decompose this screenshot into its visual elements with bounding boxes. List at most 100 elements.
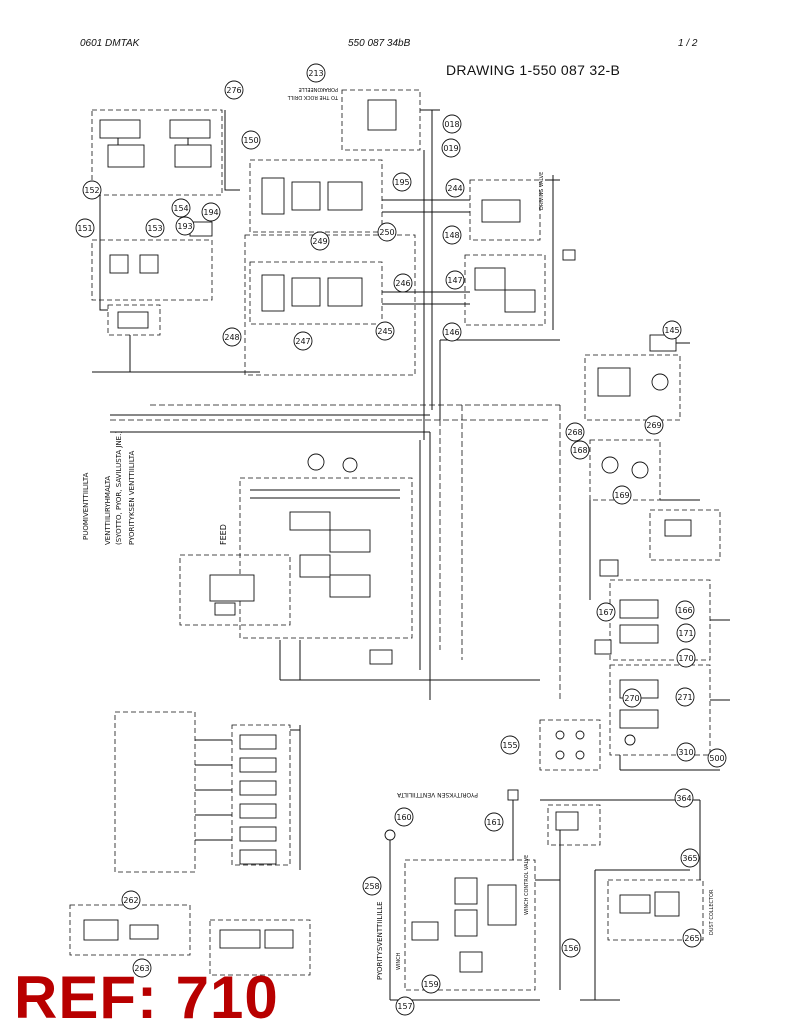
callout-150: 150 <box>241 130 261 150</box>
callout-label: 169 <box>614 491 629 500</box>
label-venttiili: VENTTIILIRYHMALTA <box>104 476 112 545</box>
callout-label: 195 <box>394 178 409 187</box>
callout-label: 193 <box>177 222 192 231</box>
callout-157: 157 <box>395 996 415 1016</box>
callout-layer: 276 213 018 019 150 151 152 153 154 193 194 195 248 2… <box>75 63 727 1016</box>
callout-label: 148 <box>444 231 459 240</box>
callout-168: 168 <box>570 440 590 460</box>
callout-258: 258 <box>362 876 382 896</box>
lower-left-cylinder-block <box>114 711 301 873</box>
callout-label: 268 <box>567 428 582 437</box>
callout-195: 195 <box>392 172 412 192</box>
callout-label: 246 <box>395 279 410 288</box>
top-left-valve-cluster <box>91 109 260 373</box>
callout-label: 271 <box>677 693 692 702</box>
callout-156: 156 <box>561 938 581 958</box>
callout-label: 152 <box>84 186 99 195</box>
callout-label: 245 <box>377 327 392 336</box>
header-left-code: 0601 DMTAK <box>80 38 140 49</box>
callout-label: 147 <box>447 276 462 285</box>
callout-label: 145 <box>664 326 679 335</box>
label-rock-drill: PORAKONEELLE <box>299 86 338 92</box>
label-winch-valve: WINCH CONTROL VALVE <box>524 855 530 915</box>
rotated-small-labels: PORAKONEELLE TO THE ROCK DRILL PYORITYKS… <box>288 86 715 970</box>
callout-label: 170 <box>678 654 693 663</box>
callout-label: 265 <box>684 934 699 943</box>
label-to-rock-drill: TO THE ROCK DRILL <box>288 94 339 100</box>
callout-label: 270 <box>624 694 639 703</box>
callout-269: 269 <box>644 415 664 435</box>
callout-label: 213 <box>308 69 323 78</box>
label-dust-collector: DUST COLLECTOR <box>709 889 715 935</box>
callout-249: 249 <box>310 231 330 251</box>
callout-label: 155 <box>502 741 517 750</box>
bottom-center-winch-unit <box>384 820 561 1001</box>
callout-label: 258 <box>364 882 379 891</box>
label-drive-valve: DRIVING VALVE <box>539 172 545 210</box>
callout-145: 145 <box>662 320 682 340</box>
header-page-number: 1 / 2 <box>678 38 698 49</box>
callout-169: 169 <box>612 485 632 505</box>
callout-271: 271 <box>675 687 695 707</box>
callout-label: 159 <box>423 980 438 989</box>
callout-label: 153 <box>147 224 162 233</box>
callout-148: 148 <box>442 225 462 245</box>
top-middle-manifold <box>244 159 470 376</box>
callout-label: 151 <box>77 224 92 233</box>
callout-310: 310 <box>676 742 696 762</box>
callout-246: 246 <box>393 273 413 293</box>
rock-drill-block <box>341 89 440 440</box>
callout-label: 263 <box>134 964 149 973</box>
callout-147: 147 <box>445 270 465 290</box>
label-pyoritys: PYORITYKSEN VENTTIILILTA <box>128 450 136 545</box>
label-feed: FEED <box>219 524 228 545</box>
callout-365: 365 <box>680 848 700 868</box>
callout-167: 167 <box>596 602 616 622</box>
callout-265: 265 <box>682 928 702 948</box>
callout-247: 247 <box>293 331 313 351</box>
callout-160: 160 <box>394 807 414 827</box>
callout-label: 269 <box>646 421 661 430</box>
vertical-text-labels: PUOMIVENTTIILILTA VENTTIILIRYHMALTA (SYO… <box>82 431 384 980</box>
bottom-left-cylinder-unit <box>69 904 311 976</box>
callout-248: 248 <box>222 327 242 347</box>
callout-154: 154 <box>171 198 191 218</box>
reference-stamp: REF: 710 <box>14 964 279 1031</box>
label-pyoritys-valve: PYORITYSVENTTIILILLE <box>376 901 384 980</box>
callout-label: 262 <box>123 896 138 905</box>
callout-194: 194 <box>201 202 221 222</box>
callout-label: 018 <box>444 120 459 129</box>
callout-151: 151 <box>75 218 95 238</box>
callout-label: 157 <box>397 1002 412 1011</box>
callout-label: 146 <box>444 328 459 337</box>
callout-019: 019 <box>441 138 461 158</box>
callout-193: 193 <box>175 216 195 236</box>
callout-213: 213 <box>306 63 326 83</box>
callout-label: 154 <box>173 204 188 213</box>
callout-153: 153 <box>145 218 165 238</box>
callout-label: 156 <box>563 944 578 953</box>
callout-268: 268 <box>565 422 585 442</box>
callout-label: 365 <box>682 854 697 863</box>
callout-label: 194 <box>203 208 218 217</box>
callout-159: 159 <box>421 974 441 994</box>
callout-label: 244 <box>447 184 462 193</box>
label-syotto: (SYOTTO, PYOR, SAVILUSTA JNE.) <box>115 431 123 545</box>
callout-label: 161 <box>486 818 501 827</box>
driving-valve-block <box>439 175 576 420</box>
callout-label: 276 <box>226 86 241 95</box>
label-pyoritys-top: PYORITYKSEN VENTTIILILTA <box>396 791 478 798</box>
center-feed-valve-block <box>179 453 540 681</box>
callout-161: 161 <box>484 812 504 832</box>
callout-label: 250 <box>379 228 394 237</box>
callout-label: 364 <box>676 794 691 803</box>
callout-018: 018 <box>442 114 462 134</box>
callout-label: 150 <box>243 136 258 145</box>
callout-label: 247 <box>295 337 310 346</box>
callout-label: 168 <box>572 446 587 455</box>
callout-500: 500 <box>707 748 727 768</box>
drawing-title: DRAWING 1-550 087 32-B <box>446 62 621 78</box>
callout-171: 171 <box>676 623 696 643</box>
callout-244: 244 <box>445 178 465 198</box>
callout-label: 019 <box>443 144 458 153</box>
